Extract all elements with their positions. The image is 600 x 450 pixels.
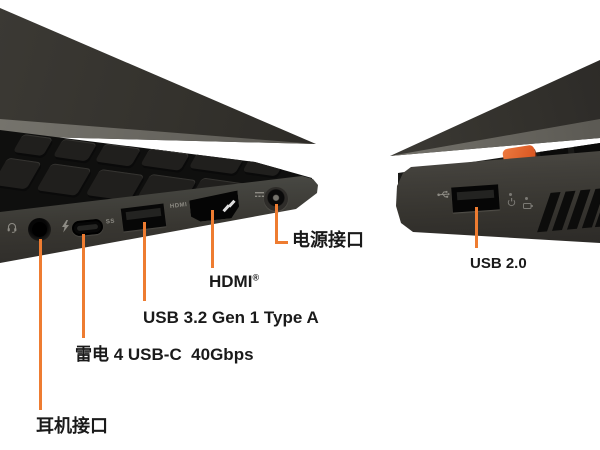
label-power-connector: 电源接口 <box>292 230 364 250</box>
callout-line-headphone <box>39 239 42 410</box>
battery-status-indicator-icon <box>523 197 533 210</box>
dc-power-icon <box>254 191 266 199</box>
headset-jack-icon <box>6 221 18 233</box>
usb3-speed-icon: SS <box>105 218 116 226</box>
callout-line-power-v <box>275 204 278 244</box>
thunderbolt-icon <box>61 220 70 233</box>
callout-line-usb2 <box>475 207 478 248</box>
cooling-vents <box>537 187 600 238</box>
usb-icon <box>437 190 451 200</box>
headphone-jack-hole <box>32 222 47 237</box>
label-hdmi: HDMI® <box>209 272 260 291</box>
label-usb2: USB 2.0 <box>470 255 527 272</box>
callout-line-usba <box>143 222 146 301</box>
label-thunderbolt-usbc: 雷电 4 USB-C 40Gbps <box>75 345 254 364</box>
power-status-indicator-icon <box>507 193 516 207</box>
label-headphone-jack: 耳机接口 <box>36 416 108 436</box>
hdmi-registered-mark: ® <box>252 272 260 283</box>
callout-line-power-h <box>275 241 288 244</box>
callout-line-hdmi <box>211 210 214 268</box>
callout-line-usbc <box>82 234 85 338</box>
label-usb-a: USB 3.2 Gen 1 Type A <box>143 308 319 327</box>
